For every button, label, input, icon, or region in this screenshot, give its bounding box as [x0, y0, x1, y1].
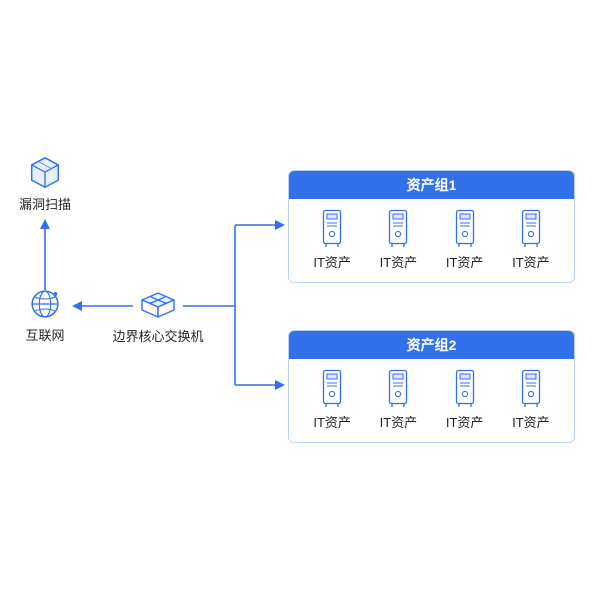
server-icon — [519, 209, 543, 249]
node-vulnerability-scanner: 漏洞扫描 — [9, 154, 81, 213]
asset-group-2: 资产组2 IT资产 — [288, 330, 575, 443]
arrowhead-right-top — [275, 220, 285, 230]
server-icon — [519, 369, 543, 409]
asset-label: IT资产 — [379, 254, 418, 270]
asset-item: IT资产 — [445, 369, 484, 431]
asset-label: IT资产 — [512, 414, 550, 430]
node-label-switch: 边界核心交换机 — [112, 329, 204, 344]
globe-icon — [26, 285, 64, 323]
asset-item: IT资产 — [512, 369, 550, 431]
switch-icon — [135, 286, 181, 324]
asset-item: IT资产 — [313, 369, 351, 431]
asset-label: IT资产 — [379, 414, 418, 430]
asset-label: IT资产 — [313, 254, 351, 270]
node-label-internet: 互联网 — [25, 328, 65, 343]
node-label-scanner: 漏洞扫描 — [18, 197, 71, 212]
server-icon — [386, 209, 410, 249]
asset-item: IT资产 — [512, 209, 550, 271]
asset-item: IT资产 — [379, 369, 418, 431]
asset-item: IT资产 — [313, 209, 351, 271]
asset-item: IT资产 — [445, 209, 484, 271]
asset-item: IT资产 — [379, 209, 418, 271]
server-icon — [453, 209, 477, 249]
asset-label: IT资产 — [445, 254, 484, 270]
server-icon — [320, 209, 344, 249]
server-icon — [386, 369, 410, 409]
node-border-core-switch: 边界核心交换机 — [103, 286, 213, 345]
asset-label: IT资产 — [445, 414, 484, 430]
asset-group-2-body: IT资产 IT资产 — [289, 359, 574, 442]
cube-scanner-icon — [26, 154, 64, 192]
arrowhead-right-bottom — [275, 380, 285, 390]
asset-label: IT资产 — [313, 414, 351, 430]
server-icon — [320, 369, 344, 409]
node-internet: 互联网 — [9, 285, 81, 344]
arrowhead-up — [40, 219, 50, 229]
asset-label: IT资产 — [512, 254, 550, 270]
server-icon — [453, 369, 477, 409]
asset-group-2-title: 资产组2 — [289, 331, 574, 359]
asset-group-1: 资产组1 IT资产 — [288, 170, 575, 283]
asset-group-1-body: IT资产 IT资产 — [289, 199, 574, 282]
asset-group-1-title: 资产组1 — [289, 171, 574, 199]
